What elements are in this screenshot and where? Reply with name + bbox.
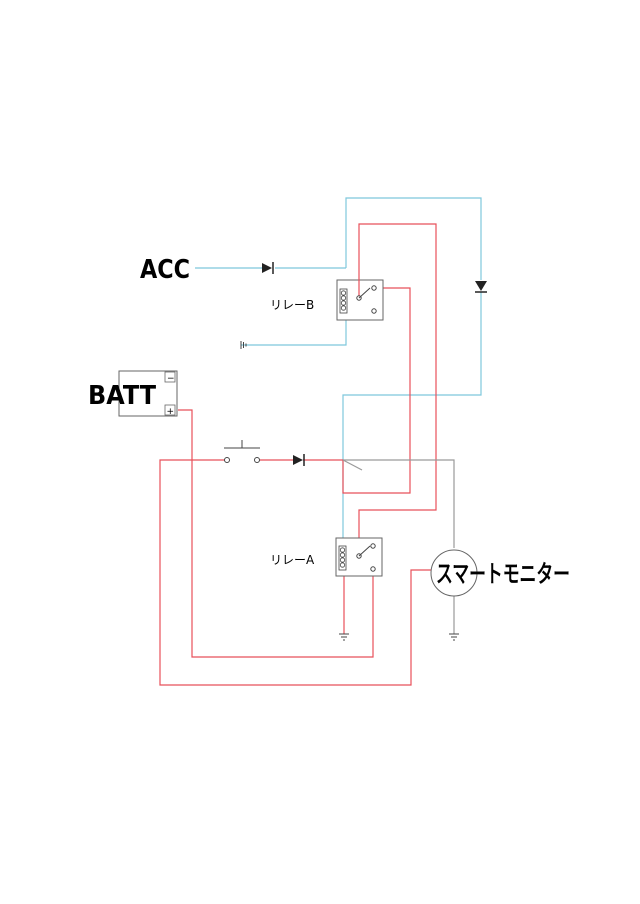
relay-a-label: リレーA — [270, 553, 315, 567]
battery-plus-label: + — [167, 407, 175, 417]
ground-icon-acc — [240, 341, 247, 349]
relay-b — [336, 270, 384, 321]
batt-diode-icon — [293, 454, 305, 466]
ground-icon-monitor — [449, 633, 459, 641]
gray-wires — [342, 459, 455, 634]
battery-minus-label: − — [167, 374, 175, 384]
feedback-diode-icon — [475, 281, 487, 293]
ground-icon-relay-a — [339, 633, 349, 641]
relay-b-label: リレーB — [270, 298, 314, 312]
acc-diode-icon — [262, 262, 274, 274]
smart-monitor-icon — [430, 549, 478, 597]
smart-monitor-label: スマートモニター — [436, 560, 570, 588]
batt-label: BATT — [88, 381, 156, 411]
acc-wires — [195, 197, 482, 538]
acc-label: ACC — [140, 255, 190, 285]
battery-icon — [118, 370, 178, 417]
push-switch-icon — [224, 440, 260, 463]
power-wires — [159, 223, 437, 686]
relay-a — [335, 537, 383, 577]
